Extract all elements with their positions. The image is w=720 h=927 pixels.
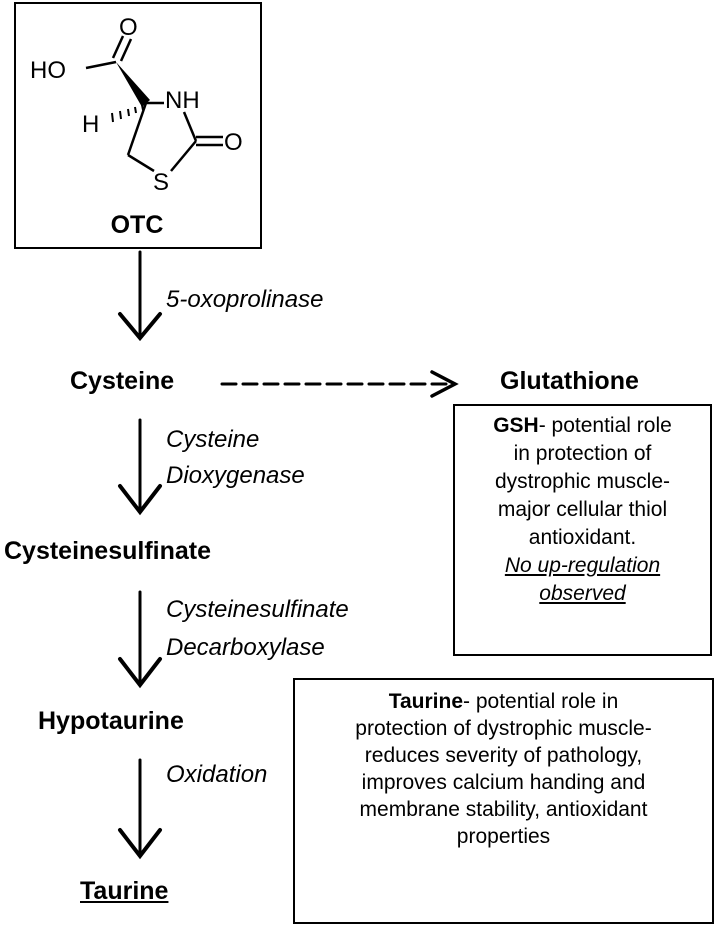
- atom-o-ring: O: [224, 129, 243, 156]
- atom-h: H: [82, 111, 99, 138]
- gsh-line-2: in protection of: [513, 442, 652, 465]
- atom-hydroxyl: HO: [30, 57, 66, 84]
- node-glutathione: Glutathione: [500, 367, 639, 395]
- gsh-note-line-1: No up-regulation: [504, 554, 661, 577]
- taurine-line-2: protection of dystrophic muscle-: [355, 717, 652, 740]
- enzyme-cysteine-dioxygenase-line2: Dioxygenase: [166, 462, 305, 489]
- otc-molecule: O HO NH S O H OTC: [30, 14, 243, 239]
- atom-o-carboxyl: O: [119, 14, 138, 41]
- enzyme-5-oxoprolinase: 5-oxoprolinase: [166, 286, 324, 313]
- taurine-line-1: Taurine- potential role in: [295, 688, 712, 715]
- taurine-line-6: properties: [456, 825, 551, 848]
- gsh-info-box: GSH- potential role in protection of dys…: [453, 404, 712, 656]
- gsh-line-3: dystrophic muscle-: [494, 470, 671, 493]
- atom-nh: NH: [165, 87, 200, 114]
- atom-s: S: [153, 169, 169, 196]
- taurine-line-3: reduces severity of pathology,: [364, 744, 643, 767]
- enzyme-cysteinesulfinate-decarboxylase-line2: Decarboxylase: [166, 634, 325, 661]
- enzyme-oxidation: Oxidation: [166, 761, 268, 788]
- taurine-line-1-rest: - potential role in: [463, 690, 619, 713]
- enzyme-cysteinesulfinate-decarboxylase-line1: Cysteinesulfinate: [166, 596, 349, 623]
- gsh-bold-term: GSH: [493, 414, 539, 437]
- taurine-line-5: membrane stability, antioxidant: [359, 798, 648, 821]
- otc-label: OTC: [111, 211, 164, 239]
- node-taurine: Taurine: [80, 877, 169, 905]
- taurine-info-box: Taurine- potential role in protection of…: [293, 678, 714, 924]
- gsh-line-4: major cellular thiol: [497, 498, 668, 521]
- otc-structure-box: O HO NH S O H OTC: [14, 2, 262, 249]
- node-cysteinesulfinate: Cysteinesulfinate: [4, 537, 212, 565]
- enzyme-cysteine-dioxygenase-line1: Cysteine: [166, 426, 260, 453]
- taurine-bold-term: Taurine: [388, 690, 464, 713]
- taurine-line-4: improves calcium handing and: [361, 771, 646, 794]
- node-hypotaurine: Hypotaurine: [38, 707, 184, 735]
- gsh-line-1: GSH- potential role: [455, 412, 710, 440]
- gsh-note-line-2: observed: [539, 582, 626, 605]
- gsh-line-1-rest: - potential role: [538, 414, 672, 437]
- gsh-line-5: antioxidant.: [528, 526, 637, 549]
- node-cysteine: Cysteine: [70, 367, 175, 395]
